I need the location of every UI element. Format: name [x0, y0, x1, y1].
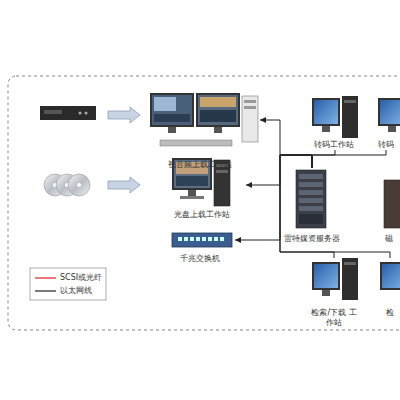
legend-text: SCSI或光纤: [60, 273, 102, 283]
network-line: [312, 150, 335, 168]
legend-black-line: [35, 290, 56, 291]
device-node: 检索/下载 工作站: [308, 258, 360, 328]
workstation-icon: [312, 258, 400, 300]
device-node: 光盘上载工作站: [158, 150, 246, 220]
device-label: 雷特媒资服务器: [284, 234, 340, 244]
flow-arrow: [108, 177, 140, 193]
device-node: 转码: [372, 92, 400, 150]
device-label: 转码: [378, 140, 394, 150]
legend-text: 以太网线: [60, 286, 92, 296]
device-node: 千兆交换机: [165, 228, 235, 264]
dvd-discs: [44, 174, 90, 196]
device-label: 检索/下载 工作站: [308, 308, 360, 328]
device-label: 千兆交换机: [180, 254, 220, 264]
device-node: 雷特媒资服务器: [282, 168, 342, 244]
device-label: 磁: [385, 234, 393, 244]
network-line: [235, 155, 312, 240]
device-node: 视音频上载工作站: [140, 88, 260, 170]
device-label: 光盘上载工作站: [174, 210, 230, 220]
device-label: 检: [386, 308, 394, 318]
disk-array-icon: [384, 180, 400, 228]
device-node: 检: [380, 258, 400, 318]
device-label: 视音频上载工作站: [168, 160, 232, 170]
device-node: 转码工作站: [308, 92, 360, 150]
network-line: [280, 155, 390, 258]
workstation-icon: [312, 96, 400, 138]
flow-arrow: [108, 107, 140, 123]
network-line: [312, 150, 386, 168]
network-line: [246, 155, 312, 185]
tape-deck: [40, 106, 96, 120]
server-icon: [296, 170, 326, 228]
device-label: 转码工作站: [314, 140, 354, 150]
dashed-frame: [8, 76, 400, 330]
switch-icon: [172, 233, 232, 247]
legend-frame: [30, 268, 106, 300]
network-line: [260, 120, 312, 168]
legend-red-line: [35, 277, 56, 278]
workstation-icon: [150, 93, 258, 146]
device-node: 磁: [378, 168, 400, 244]
